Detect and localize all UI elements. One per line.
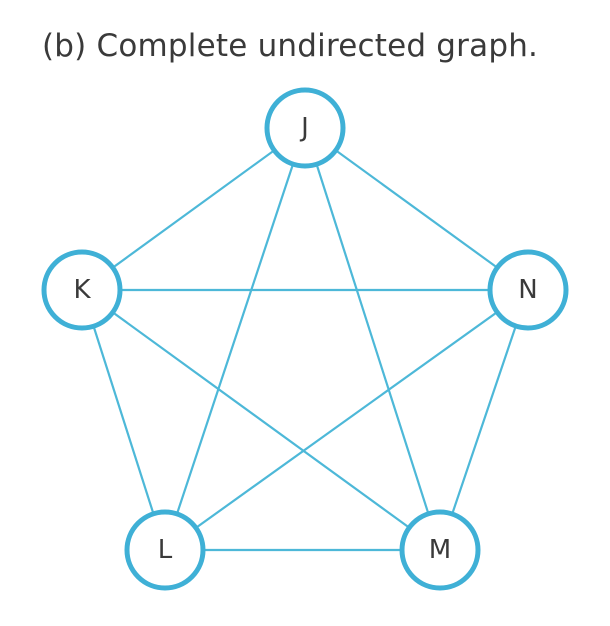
- node-j: J: [264, 87, 346, 169]
- edge-j-k: [81, 127, 306, 291]
- node-j-label: J: [299, 113, 309, 143]
- edge-j-m: [303, 127, 442, 551]
- graph-nodes: J K N L M: [41, 87, 569, 591]
- node-l-label: L: [158, 535, 173, 565]
- node-n-label: N: [518, 275, 537, 305]
- edge-n-m: [438, 289, 530, 551]
- figure-caption: (b) Complete undirected graph.: [42, 28, 539, 64]
- edge-j-n: [304, 127, 529, 291]
- edge-n-l: [164, 289, 529, 551]
- edge-k-l: [80, 289, 167, 551]
- node-m-label: M: [429, 535, 451, 565]
- node-k: K: [41, 249, 123, 331]
- node-n-circle: [487, 249, 569, 331]
- graph-edges: [80, 127, 530, 552]
- edge-k-m: [81, 289, 441, 551]
- node-j-circle: [264, 87, 346, 169]
- node-m: M: [399, 509, 481, 591]
- node-k-label: K: [73, 275, 91, 305]
- edge-j-l: [163, 127, 307, 551]
- node-n: N: [487, 249, 569, 331]
- node-l: L: [124, 509, 206, 591]
- node-k-circle: [41, 249, 123, 331]
- node-l-circle: [124, 509, 206, 591]
- node-m-circle: [399, 509, 481, 591]
